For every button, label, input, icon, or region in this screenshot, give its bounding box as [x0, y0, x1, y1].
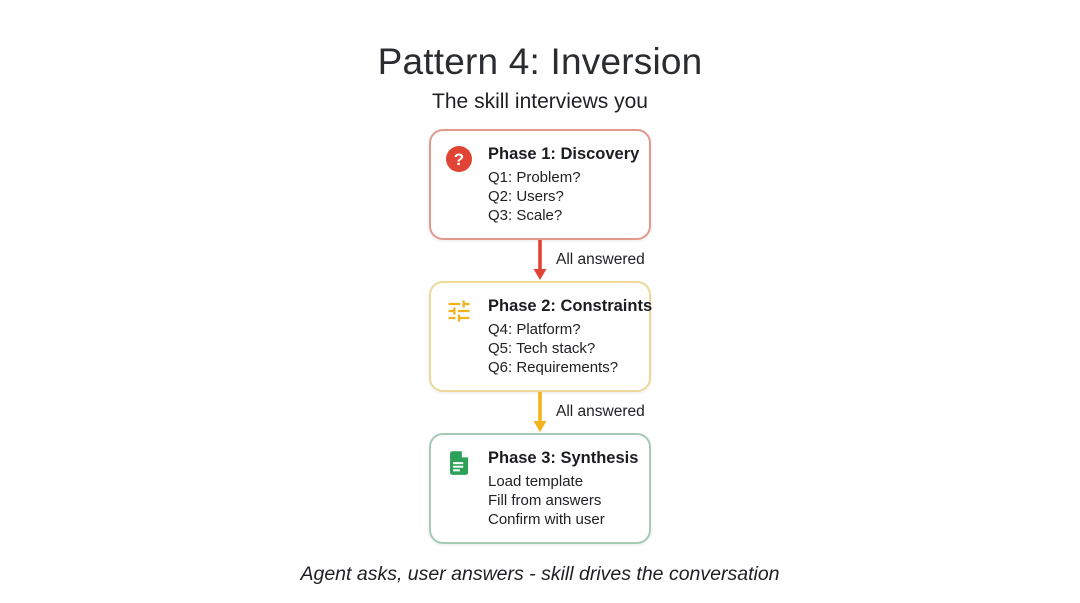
svg-text:?: ? — [454, 150, 464, 169]
flow-connector: All answered — [429, 391, 651, 433]
phase-lines: Load template Fill from answers Confirm … — [488, 472, 641, 529]
phase-line: Q3: Scale? — [488, 206, 563, 224]
question-icon: ? — [445, 144, 475, 225]
phase-line: Q4: Platform? — [488, 320, 581, 338]
phase-line: Fill from answers — [488, 491, 602, 509]
arrow-label: All answered — [556, 251, 645, 269]
arrow-down-icon — [531, 391, 549, 433]
phase-lines: Q1: Problem? Q2: Users? Q3: Scale? — [488, 168, 641, 225]
phase-title: Phase 1: Discovery — [488, 144, 640, 163]
tune-icon — [445, 296, 475, 377]
phase-line: Q2: Users? — [488, 187, 564, 205]
phase-card-constraints: Phase 2: Constraints Q4: Platform? Q5: T… — [429, 280, 653, 392]
page-title: Pattern 4: Inversion — [377, 41, 703, 82]
phase-lines: Q4: Platform? Q5: Tech stack? Q6: Requir… — [488, 320, 641, 377]
flow-diagram: ? Phase 1: Discovery Q1: Problem? Q2: Us… — [429, 128, 653, 544]
phase-line: Q1: Problem? — [488, 168, 581, 186]
phase-card-discovery: ? Phase 1: Discovery Q1: Problem? Q2: Us… — [429, 128, 651, 240]
arrow-down-icon — [531, 239, 549, 281]
phase-line: Confirm with user — [488, 510, 605, 528]
page-subtitle: The skill interviews you — [432, 89, 648, 113]
phase-card-synthesis: Phase 3: Synthesis Load template Fill fr… — [429, 432, 651, 544]
phase-line: Q6: Requirements? — [488, 358, 619, 376]
phase-title: Phase 3: Synthesis — [488, 448, 639, 467]
diagram-caption: Agent asks, user answers - skill drives … — [300, 562, 780, 585]
document-icon — [445, 448, 475, 529]
phase-line: Load template — [488, 472, 584, 490]
flow-connector: All answered — [429, 239, 651, 281]
phase-line: Q5: Tech stack? — [488, 339, 596, 357]
phase-title: Phase 2: Constraints — [488, 296, 653, 315]
arrow-label: All answered — [556, 403, 645, 421]
